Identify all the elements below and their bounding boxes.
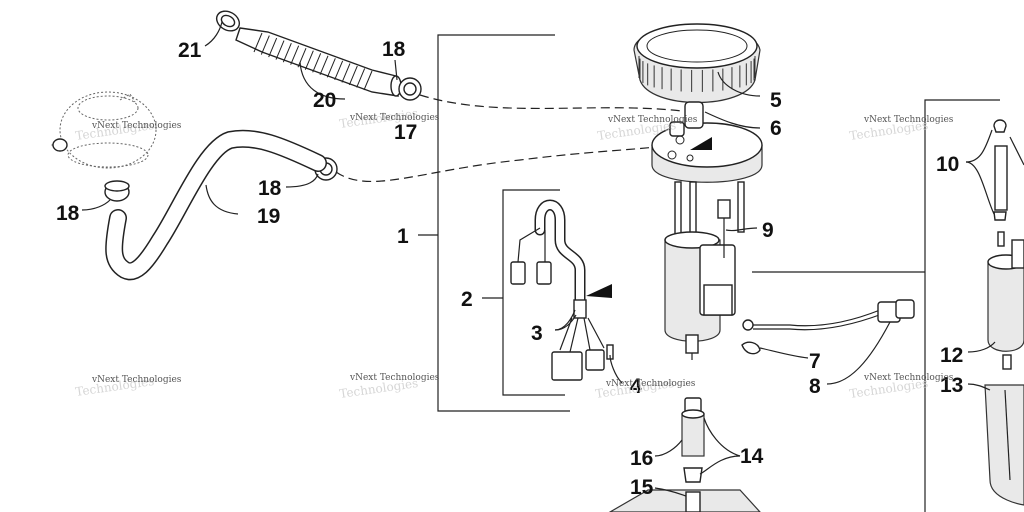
strainer-part-15 (608, 489, 761, 512)
callout-12: 12 (940, 344, 963, 367)
hose-rib (312, 53, 322, 73)
hose-rib (253, 32, 263, 53)
hose-rib (326, 58, 336, 78)
watermark-1: vNext Technologies (91, 121, 182, 131)
right-assembly-part-12 (984, 119, 1024, 506)
pump-flange-part-6 (651, 101, 763, 183)
callout-14: 14 (740, 445, 764, 468)
callout-18-mid: 18 (258, 177, 282, 200)
callout-labels: 21 18 20 17 18 18 19 1 2 3 4 5 6 9 7 8 1… (56, 38, 963, 499)
callout-19: 19 (257, 205, 280, 228)
corrugated-hose-part-20 (235, 27, 402, 97)
callout-3: 3 (531, 322, 543, 345)
watermark-7: vNext Technologies (605, 379, 696, 389)
callout-21: 21 (178, 39, 202, 62)
hose-rib (363, 70, 373, 91)
hose-rib (290, 45, 300, 65)
callout-5: 5 (770, 89, 782, 112)
routing-dashes (335, 94, 691, 182)
callout-6: 6 (770, 117, 782, 140)
sender-wire-part-8 (741, 299, 915, 355)
fuel-pump-body (664, 181, 745, 360)
watermarks: Technologies vNext Technologies Technolo… (74, 106, 953, 401)
wire-harness-part-2 (510, 199, 614, 381)
hose-part-19 (105, 129, 327, 281)
callout-17: 17 (394, 121, 417, 144)
hose-rib (341, 63, 351, 83)
hose-rib (348, 65, 358, 86)
callout-1: 1 (397, 225, 409, 248)
clamp-part-21 (215, 10, 241, 32)
callout-2: 2 (461, 288, 473, 311)
callout-10: 10 (936, 153, 959, 176)
hose-rib (304, 50, 314, 70)
watermark-5: vNext Technologies (91, 375, 182, 385)
hose-rib (334, 60, 344, 81)
callout-13: 13 (940, 374, 963, 397)
callout-7: 7 (809, 350, 821, 373)
assembly-brackets (418, 34, 1000, 512)
callout-16: 16 (630, 447, 653, 470)
watermark-4: vNext Technologies (863, 115, 954, 125)
hose-rib (268, 37, 278, 58)
callout-18-left: 18 (56, 202, 80, 225)
watermark-8: vNext Technologies (863, 373, 954, 383)
clamp-part-18-left (104, 180, 130, 202)
hose-rib (356, 68, 366, 88)
reference-fuel-filter (51, 91, 157, 169)
callout-20: 20 (313, 89, 336, 112)
lock-ring-part-5 (633, 23, 761, 103)
watermark-2: vNext Technologies (349, 113, 440, 123)
hose-rib (260, 35, 270, 55)
hose-rib (319, 55, 329, 75)
callout-8: 8 (809, 375, 821, 398)
callout-15: 15 (630, 476, 654, 499)
hose-rib (275, 40, 285, 60)
callout-4: 4 (630, 375, 642, 398)
hose-rib (282, 42, 292, 63)
leader-lines (81, 21, 996, 497)
callout-9: 9 (762, 219, 774, 242)
filter-part-16 (681, 397, 705, 483)
watermark-3: vNext Technologies (607, 115, 698, 125)
clamp-part-18-upper (398, 77, 422, 101)
watermark-6: vNext Technologies (349, 373, 440, 383)
hose-rib (297, 48, 307, 68)
callout-18-top: 18 (382, 38, 406, 61)
